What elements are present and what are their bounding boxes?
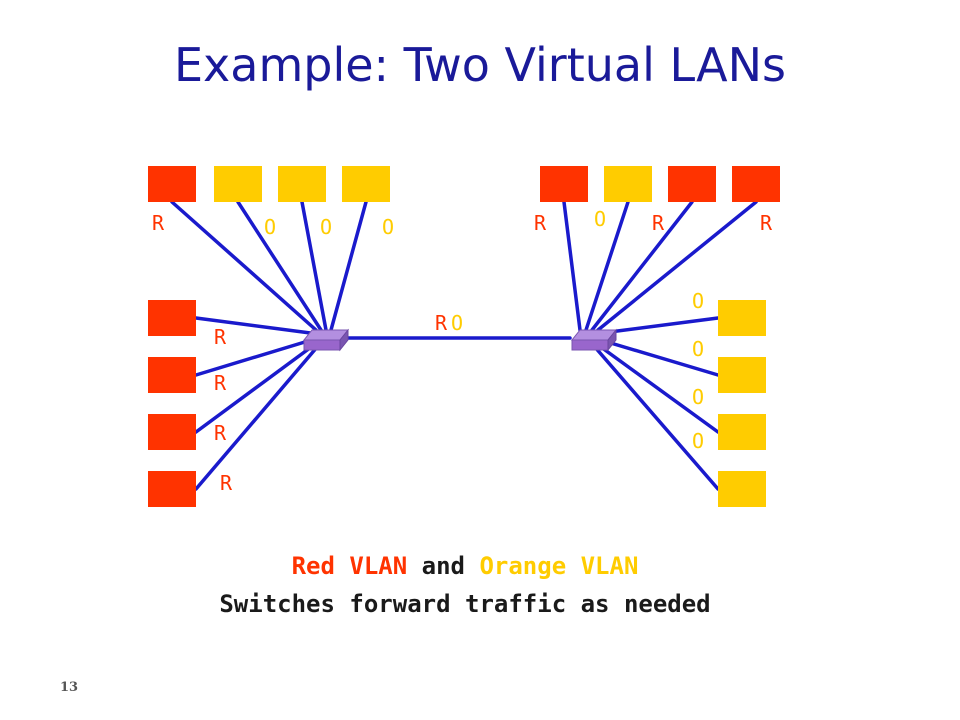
right-switch-front xyxy=(571,339,609,351)
switches xyxy=(302,328,618,352)
right-top-label-3: R xyxy=(652,211,665,235)
right-side-host-1 xyxy=(718,300,766,336)
left-switch-side xyxy=(339,328,349,352)
right-side-label-4: O xyxy=(692,429,704,453)
right-side-label-2: O xyxy=(692,337,704,361)
link-right-side-4 xyxy=(592,344,720,491)
left-side-host-2 xyxy=(148,357,196,393)
caption-vlans: Red VLAN and Orange VLAN xyxy=(0,552,930,580)
right-top-host-4 xyxy=(732,166,780,202)
left-top-host-4 xyxy=(342,166,390,202)
left-top-label-1: R xyxy=(152,211,165,235)
left-top-host-3 xyxy=(278,166,326,202)
left-top-label-4: O xyxy=(382,215,394,239)
right-side-host-4 xyxy=(718,471,766,507)
left-top-host-2 xyxy=(214,166,262,202)
link-left-top-3 xyxy=(300,200,328,332)
link-right-top-3 xyxy=(590,200,694,332)
left-top-host-1 xyxy=(148,166,196,202)
left-switch-front xyxy=(303,339,341,351)
right-top-label-1: R xyxy=(534,211,547,235)
left-top-label-2: O xyxy=(264,215,276,239)
right-top-host-2 xyxy=(604,166,652,202)
left-side-label-4: R xyxy=(220,471,233,495)
right-top-host-3 xyxy=(668,166,716,202)
link-right-top-4 xyxy=(596,200,758,332)
right-top-label-2: O xyxy=(594,207,606,231)
trunk-label-o: O xyxy=(451,311,463,335)
right-side-host-2 xyxy=(718,357,766,393)
link-left-side-4 xyxy=(194,344,320,491)
link-left-top-2 xyxy=(236,200,323,332)
left-side-label-2: R xyxy=(214,371,227,395)
link-left-top-4 xyxy=(329,200,368,332)
link-right-top-1 xyxy=(562,200,582,332)
left-side-host-4 xyxy=(148,471,196,507)
left-switch xyxy=(302,328,350,352)
link-left-side-3 xyxy=(194,340,320,434)
hosts xyxy=(148,166,780,507)
red-vlan-label: Red VLAN xyxy=(291,552,408,580)
right-switch xyxy=(570,328,618,352)
link-right-side-2 xyxy=(592,336,720,377)
orange-vlan-label: Orange VLAN xyxy=(479,552,639,580)
left-side-host-3 xyxy=(148,414,196,450)
link-right-top-2 xyxy=(584,200,630,332)
link-left-side-1 xyxy=(194,316,320,336)
links xyxy=(170,200,758,491)
right-side-label-3: O xyxy=(692,385,704,409)
slide-title: Example: Two Virtual LANs xyxy=(173,38,786,92)
left-side-label-3: R xyxy=(214,421,227,445)
link-right-side-3 xyxy=(592,340,720,434)
and-label: and xyxy=(421,552,465,580)
right-top-host-1 xyxy=(540,166,588,202)
left-side-host-1 xyxy=(148,300,196,336)
right-side-label-1: O xyxy=(692,289,704,313)
left-side-label-1: R xyxy=(214,325,227,349)
caption-switches: Switches forward traffic as needed xyxy=(219,590,711,618)
right-side-host-3 xyxy=(718,414,766,450)
page-number: 13 xyxy=(60,680,79,695)
left-top-label-3: O xyxy=(320,215,332,239)
link-left-top-1 xyxy=(170,200,318,332)
link-left-side-2 xyxy=(194,336,320,377)
right-switch-side xyxy=(607,328,617,352)
right-top-label-4: R xyxy=(760,211,773,235)
trunk-label-r: R xyxy=(435,311,448,335)
